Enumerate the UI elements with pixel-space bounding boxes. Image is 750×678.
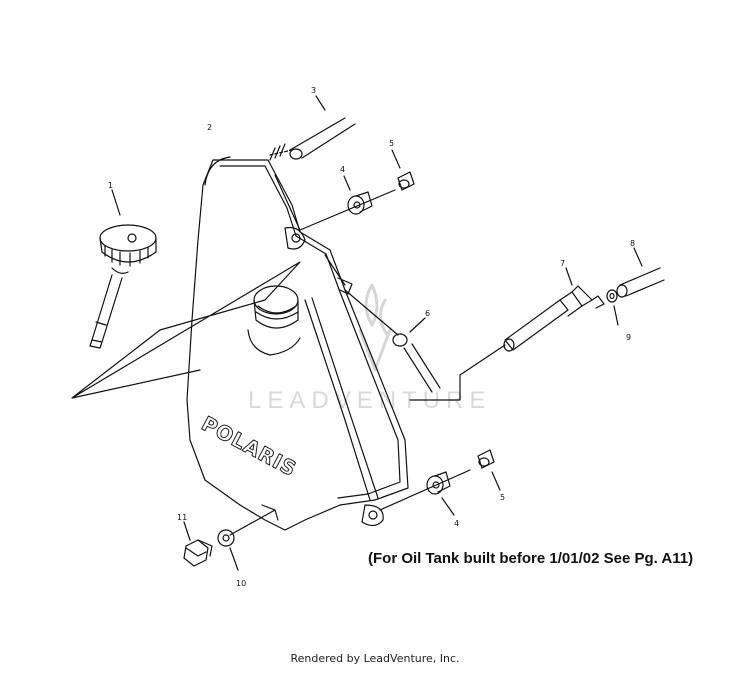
callout-4-bottom: 4 [454,519,459,528]
reference-note: (For Oil Tank built before 1/01/02 See P… [368,550,694,567]
dipstick-reference-lines [71,261,301,399]
assembly-line-6 [344,289,399,336]
callout-7: 7 [560,259,565,268]
grommet-4-bottom [426,471,451,495]
hose-3 [269,117,356,161]
fitting-7 [503,285,605,352]
washer-10 [217,529,235,547]
leader-7 [565,267,573,286]
leader-4-top [343,175,351,191]
callout-6: 6 [425,309,430,318]
callout-9: 9 [626,333,631,342]
grommet-6 [392,333,441,393]
leader-3 [315,95,326,111]
plug-5-top [397,171,415,191]
callout-2: 2 [207,123,212,132]
leader-5-bottom [491,471,501,491]
callout-11: 11 [177,513,187,522]
callout-8: 8 [630,239,635,248]
callout-5-bottom: 5 [500,493,505,502]
drain-bolt-11 [183,539,213,567]
washer-9 [606,289,618,303]
leader-8 [633,247,643,267]
assembly-line-top [299,189,396,231]
callout-10: 10 [236,579,246,588]
hose-8 [616,267,665,298]
leader-11 [183,521,191,541]
assembly-line-drain [229,509,276,536]
leader-10 [229,547,239,571]
callout-3: 3 [311,86,316,95]
callout-4-top: 4 [340,165,345,174]
assembly-line-7 [409,344,506,401]
assembly-line-bottom [379,469,471,511]
dipstick-cap [89,224,157,349]
leader-1 [111,189,121,216]
tank-brand-text: POLARIS [198,411,301,481]
leader-9 [613,305,619,326]
plug-5-bottom [477,449,495,469]
footer-credit: Rendered by LeadVenture, Inc. [290,652,460,665]
leader-5-top [391,149,401,169]
callout-1: 1 [108,181,113,190]
watermark-logo [358,283,392,372]
callout-5-top: 5 [389,139,394,148]
leader-6 [409,317,426,333]
grommet-4-top [347,191,373,215]
leader-4-bottom [441,497,455,516]
oil-tank: POLARIS [186,156,409,531]
